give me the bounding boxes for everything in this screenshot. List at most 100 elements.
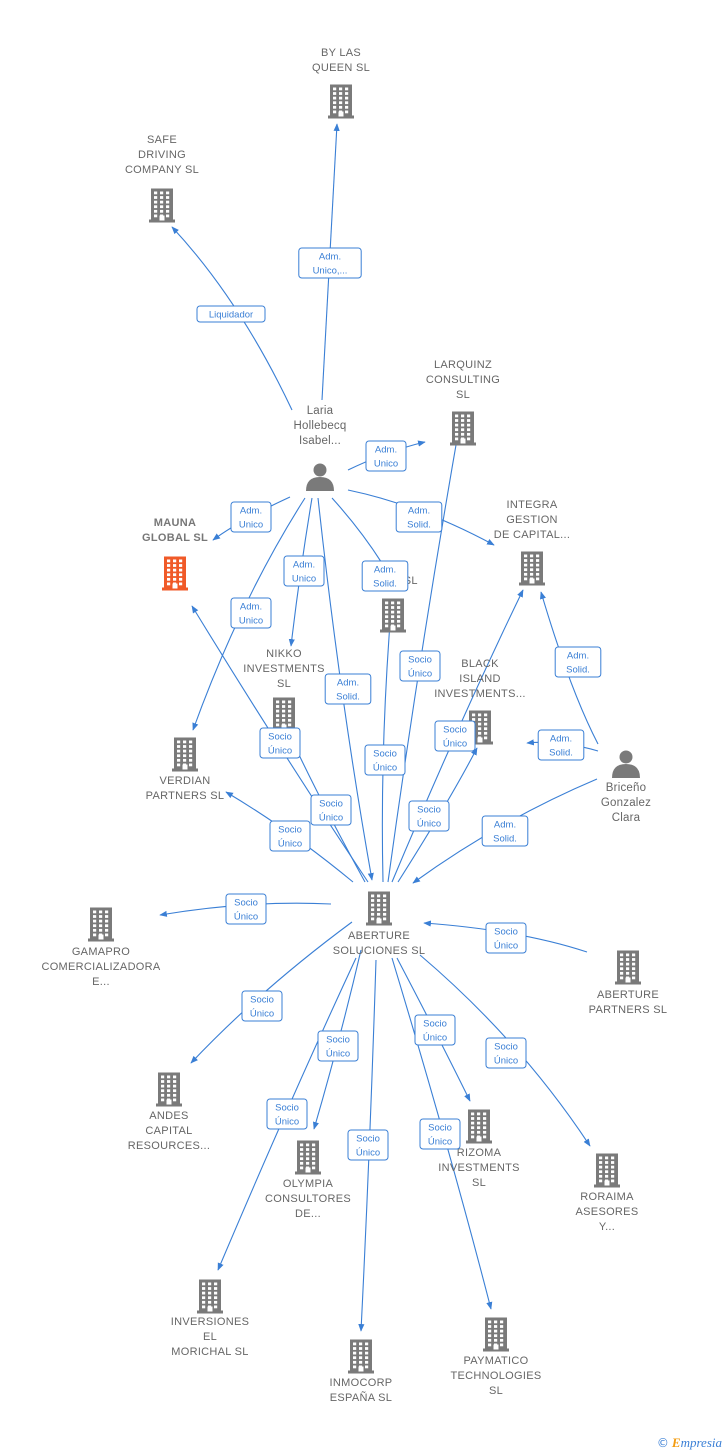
edge-label-text: Único [326, 1049, 350, 1060]
edge-label-box [395, 501, 443, 533]
node-label: CAPITAL [145, 1125, 192, 1137]
edge-label-text: Unico,... [313, 266, 348, 277]
node-label: ABERTURE [348, 930, 410, 942]
edge-label-text: Socio [326, 1035, 350, 1046]
edge-label-text: Adm. [374, 565, 396, 576]
edge-label-text: Único [250, 1009, 274, 1020]
edge-label-box [310, 794, 352, 826]
edge-label[interactable]: Liquidador [196, 305, 266, 323]
edge-label[interactable]: Adm. Unico [283, 555, 325, 587]
node-label: BY LAS [321, 47, 361, 59]
edge-label[interactable]: Adm.Solid. [361, 560, 409, 592]
node-label: Gonzalez [601, 797, 651, 809]
node-label: INMOCORP [330, 1377, 393, 1389]
edge-label[interactable]: Adm.Solid. [324, 673, 372, 705]
edge-label-box [408, 800, 450, 832]
edge-label-text: Unico [292, 574, 316, 585]
building-icon [162, 556, 188, 591]
edge-label[interactable]: Adm.Unico [365, 440, 407, 472]
edge-label-text: Adm. [319, 252, 341, 263]
node-label: INVESTMENTS [243, 663, 325, 675]
node-roraima[interactable]: RORAIMAASESORESY... [576, 1153, 639, 1234]
edge-label[interactable]: Adm.Solid. [537, 729, 585, 761]
node-laria[interactable]: LariaHollebecqIsabel... [294, 405, 347, 491]
edge-label-text: Unico [239, 520, 263, 531]
node-label: INTEGRA [507, 499, 558, 511]
edge-label[interactable]: Adm.Solid. [395, 501, 443, 533]
node-label: Clara [612, 812, 641, 824]
node-gamapro[interactable]: GAMAPROCOMERCIALIZADORAE... [41, 907, 161, 989]
node-label: SL [277, 678, 291, 690]
edge-label-text: Socio [373, 749, 397, 760]
edge-label-box [364, 744, 406, 776]
edge-label-box [283, 555, 325, 587]
edge-label[interactable]: Adm. Unico,... [298, 247, 362, 279]
edge-label[interactable]: Adm.Solid. [554, 646, 602, 678]
edge-label-text: Socio [278, 825, 302, 836]
node-label: SL [489, 1385, 503, 1397]
edge-label[interactable]: Adm.Unico [230, 501, 272, 533]
node-label: ASESORES [576, 1206, 639, 1218]
node-label: DRIVING [138, 149, 186, 161]
edge-label-text: Adm. [240, 602, 262, 613]
edge-label-text: Solid. [549, 748, 573, 759]
edge-label[interactable]: Adm.Solid. [481, 815, 529, 847]
edge-label-text: Solid. [336, 692, 360, 703]
edge-briceno-to-integra [540, 591, 599, 745]
edge-label-text: Único [423, 1033, 447, 1044]
edge-label-box [347, 1129, 389, 1161]
edge-label-box [361, 560, 409, 592]
edge-label[interactable]: Adm.Unico [230, 597, 272, 629]
edge-label-text: Único [234, 912, 258, 923]
edge-label-text: Socio [494, 1042, 518, 1053]
edge-label-box [537, 729, 585, 761]
building-icon [380, 598, 406, 633]
edge-label-text: Socio [234, 898, 258, 909]
node-label: PAYMATICO [463, 1355, 528, 1367]
edge-label-text: Único [417, 819, 441, 830]
edge-label-text: Solid. [407, 520, 431, 531]
edge-label-text: Socio [494, 927, 518, 938]
edge-label-box [414, 1014, 456, 1046]
node-andes[interactable]: ANDESCAPITALRESOURCES... [128, 1072, 210, 1153]
edge-label-box [419, 1118, 461, 1150]
edge-label-text: Socio [423, 1019, 447, 1030]
edge-label-text: Solid. [493, 834, 517, 845]
edge-label-text: Socio [250, 995, 274, 1006]
building-icon [483, 1317, 509, 1352]
edge-label-text: Adm. [293, 560, 315, 571]
node-label: DE CAPITAL... [494, 529, 570, 541]
node-label: SL [472, 1177, 486, 1189]
node-olympia[interactable]: OLYMPIACONSULTORESDE... [265, 1140, 351, 1221]
